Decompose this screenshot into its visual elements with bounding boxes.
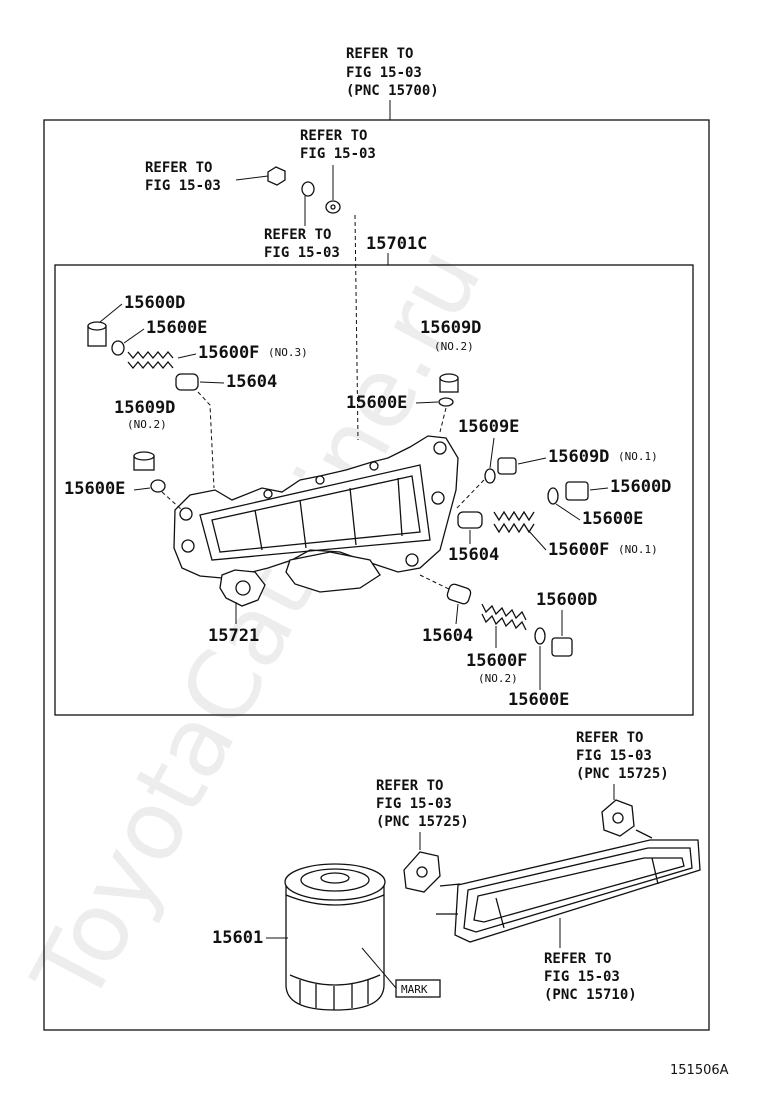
mark-label: MARK [401, 983, 428, 996]
refer-top-line3: (PNC 15700) [346, 83, 439, 99]
part-15609d-a[interactable]: 15609D [114, 398, 175, 418]
o-ring-15609e-icon [484, 468, 496, 484]
part-15600f-a[interactable]: 15600F [198, 343, 259, 363]
part-15609d-a-note: (NO.2) [127, 418, 167, 431]
refer-c-callout[interactable]: REFER TO FIG 15-03 [264, 181, 340, 261]
refer-b-callout[interactable]: REFER TO FIG 15-03 [300, 128, 376, 214]
spring-icon [127, 350, 174, 360]
part-15609e[interactable]: 15609E [458, 417, 519, 437]
plug-group-upper-left[interactable] [87, 321, 199, 391]
part-15604-b[interactable]: 15604 [448, 545, 499, 565]
refer-cooler-callout[interactable]: REFER TO FIG 15-03 (PNC 15710) [544, 918, 637, 1003]
refer-gasket-right-line2: FIG 15-03 [576, 748, 652, 764]
refer-a-line1: REFER TO [145, 160, 212, 176]
plug-15600d-b-icon[interactable] [565, 481, 589, 501]
plug-15600d-c-icon[interactable] [551, 637, 573, 657]
part-15600f-c[interactable]: 15600F [466, 651, 527, 671]
o-ring-15600e-d-icon[interactable] [547, 487, 559, 505]
part-15604-c[interactable]: 15604 [422, 626, 473, 646]
refer-gasket-right-line3: (PNC 15725) [576, 766, 669, 782]
refer-a-line2: FIG 15-03 [145, 178, 221, 194]
plug-15609d-c-icon[interactable] [497, 457, 517, 475]
oil-filter[interactable] [284, 863, 386, 1011]
part-15609d-c-note: (NO.1) [618, 450, 658, 463]
refer-gasket-left-line2: FIG 15-03 [376, 796, 452, 812]
part-15609d-b-note: (NO.2) [434, 340, 474, 353]
part-15609d-b[interactable]: 15609D [420, 318, 481, 338]
refer-gasket-left-callout[interactable]: REFER TO FIG 15-03 (PNC 15725) [376, 778, 469, 893]
refer-gasket-right-callout[interactable]: REFER TO FIG 15-03 (PNC 15725) [576, 730, 669, 837]
part-15600e-a[interactable]: 15600E [146, 318, 207, 338]
refer-top-line2: FIG 15-03 [346, 65, 422, 81]
gasket-right-icon [601, 799, 635, 837]
refer-c-line2: FIG 15-03 [264, 245, 340, 261]
part-15600f-b[interactable]: 15600F [548, 540, 609, 560]
oil-cooler-body[interactable] [173, 435, 459, 607]
o-ring-15600e-c-icon[interactable] [438, 397, 454, 407]
part-15600e-b[interactable]: 15600E [64, 479, 125, 499]
part-15600d-a[interactable]: 15600D [124, 293, 185, 313]
gasket-left-icon [403, 851, 441, 893]
refer-b-line2: FIG 15-03 [300, 146, 376, 162]
part-15601[interactable]: 15601 [212, 928, 263, 948]
part-15600e-c[interactable]: 15600E [346, 393, 407, 413]
spring-15600f-c-icon[interactable] [481, 603, 527, 621]
valve-15604-c-icon[interactable] [446, 583, 472, 605]
part-15609d-c[interactable]: 15609D [548, 447, 609, 467]
part-15600f-c-note: (NO.2) [478, 672, 518, 685]
o-ring-icon [111, 340, 125, 356]
figure-id: 151506A [670, 1063, 729, 1078]
o-ring-15600e-b-icon[interactable] [150, 479, 166, 493]
refer-top-line1: REFER TO [346, 46, 413, 62]
inner-frame [54, 264, 694, 716]
bolt-head-icon [301, 181, 315, 197]
refer-gasket-right-line1: REFER TO [576, 730, 643, 746]
part-15600e-e[interactable]: 15600E [508, 690, 569, 710]
valve-15604-b-icon[interactable] [457, 511, 483, 529]
part-15701c[interactable]: 15701C [366, 234, 427, 254]
outer-frame [43, 119, 710, 1031]
refer-cooler-line3: (PNC 15710) [544, 987, 637, 1003]
part-15721[interactable]: 15721 [208, 626, 259, 646]
refer-gasket-left-line3: (PNC 15725) [376, 814, 469, 830]
part-15600f-a-note: (NO.3) [268, 346, 308, 359]
mark-leader [361, 947, 397, 989]
mark-box [395, 979, 441, 998]
refer-cooler-line2: FIG 15-03 [544, 969, 620, 985]
refer-cooler-line1: REFER TO [544, 951, 611, 967]
refer-a-callout[interactable]: REFER TO FIG 15-03 [145, 160, 286, 194]
part-15600d-c[interactable]: 15600D [536, 590, 597, 610]
valve-15604-icon [175, 373, 199, 391]
part-15600e-d[interactable]: 15600E [582, 509, 643, 529]
washer-icon [325, 200, 341, 214]
refer-b-line1: REFER TO [300, 128, 367, 144]
refer-c-line1: REFER TO [264, 227, 331, 243]
o-ring-15600e-e-icon[interactable] [534, 627, 546, 645]
part-15600f-b-note: (NO.1) [618, 543, 658, 556]
refer-gasket-left-line1: REFER TO [376, 778, 443, 794]
part-15604-a[interactable]: 15604 [226, 372, 277, 392]
nut-icon [267, 166, 286, 186]
refer-top-callout[interactable]: REFER TO FIG 15-03 (PNC 15700) [346, 46, 439, 120]
oil-cooler-element[interactable] [436, 829, 701, 943]
spring-15600f-b-icon[interactable] [493, 510, 535, 522]
part-15600d-b[interactable]: 15600D [610, 477, 671, 497]
